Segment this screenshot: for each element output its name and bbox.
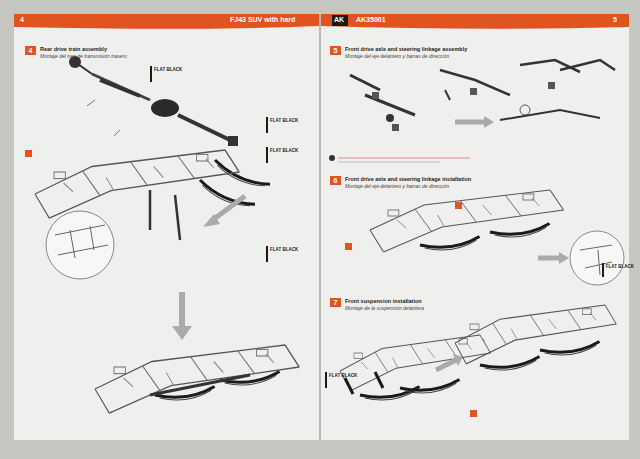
product-code: AK35001 [356, 16, 386, 24]
page-number: 4 [20, 16, 24, 24]
step-title: Front drive axle and steering linkage as… [345, 46, 467, 53]
step-title: Front drive axle and steering linkage in… [345, 176, 471, 183]
step-number: 5 [330, 46, 341, 55]
paint-callout: FLAT BLACK [606, 264, 634, 270]
heading-group: Front drive axle and steering linkage in… [345, 176, 471, 189]
paint-callout: FLAT BLACK [329, 373, 357, 379]
step-heading: 5 Front drive axle and steering linkage a… [330, 46, 467, 59]
heading-group: Rear drive train assemblyMontaje del tre… [40, 46, 127, 59]
brand-logo: AK [334, 16, 344, 24]
step-subtitle: Montaje del eje delantero y barras de di… [345, 183, 471, 189]
paint-callout: FLAT BLACK [154, 67, 182, 73]
heading-group: Front suspension installationMontaje de … [345, 298, 424, 311]
step-heading: 6 Front drive axle and steering linkage i… [330, 176, 471, 189]
paint-callout: FLAT BLACK [270, 247, 298, 253]
header-title: FJ43 SUV with hard [230, 16, 295, 24]
step-number: 6 [330, 176, 341, 185]
heading-group: Front drive axle and steering linkage as… [345, 46, 467, 59]
step-subtitle: Montaje del eje delantero y barras de di… [345, 53, 467, 59]
step-subtitle: Montaje de la suspensión delantera [345, 305, 424, 311]
paint-callout: FLAT BLACK [270, 148, 298, 154]
step-number: 4 [25, 46, 36, 55]
page-number: 5 [613, 16, 617, 24]
step-heading: 7 Front suspension installationMontaje de… [330, 298, 424, 311]
step-number: 7 [330, 298, 341, 307]
step-subtitle: Montaje del tren de transmisión trasero [40, 53, 127, 59]
paint-callout: FLAT BLACK [270, 118, 298, 124]
step-title: Front suspension installation [345, 298, 424, 305]
step-heading: 4 Rear drive train assemblyMontaje del tr… [25, 46, 127, 59]
step-title: Rear drive train assembly [40, 46, 127, 53]
